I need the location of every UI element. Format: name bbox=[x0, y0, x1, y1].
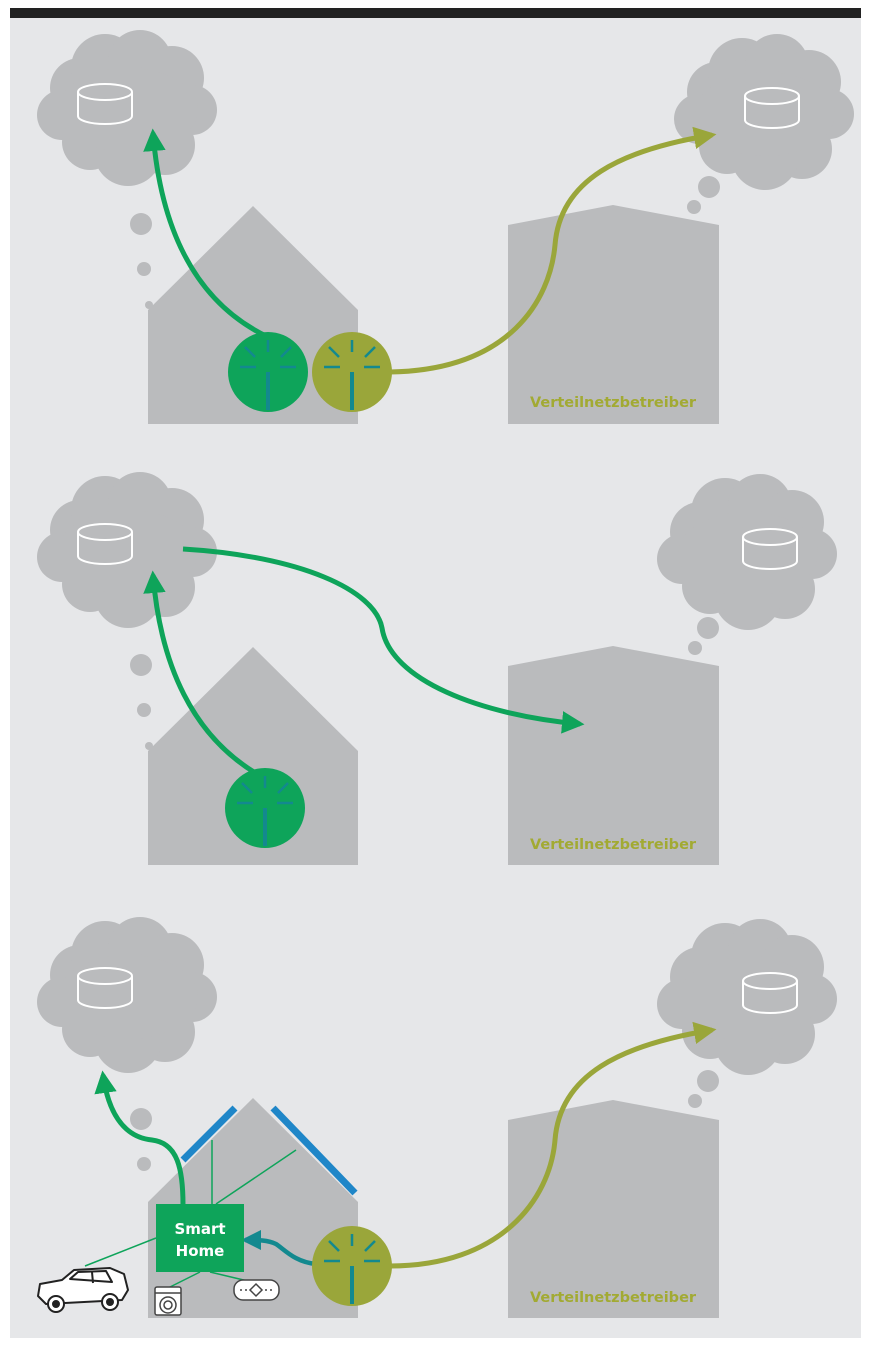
smart-meter-icon bbox=[312, 1226, 392, 1306]
smart-meter-icon bbox=[228, 332, 308, 412]
smart-meter-icon bbox=[312, 332, 392, 412]
grid-operator-building bbox=[508, 646, 719, 865]
smart-home-label-line2: Home bbox=[176, 1242, 225, 1260]
top-bar bbox=[10, 8, 861, 18]
building-label: Verteilnetzbetreiber bbox=[530, 837, 697, 853]
grid-operator-building bbox=[508, 1100, 719, 1318]
smart-meter-icon bbox=[225, 768, 305, 848]
smart-home-label-line1: Smart bbox=[174, 1220, 225, 1238]
building-label: Verteilnetzbetreiber bbox=[530, 1290, 697, 1306]
washing-machine-icon bbox=[155, 1287, 181, 1315]
water-heater-icon bbox=[234, 1280, 279, 1300]
smart-home-box: Smart Home bbox=[156, 1204, 244, 1272]
building-label: Verteilnetzbetreiber bbox=[530, 395, 697, 411]
grid-operator-building bbox=[508, 205, 719, 424]
